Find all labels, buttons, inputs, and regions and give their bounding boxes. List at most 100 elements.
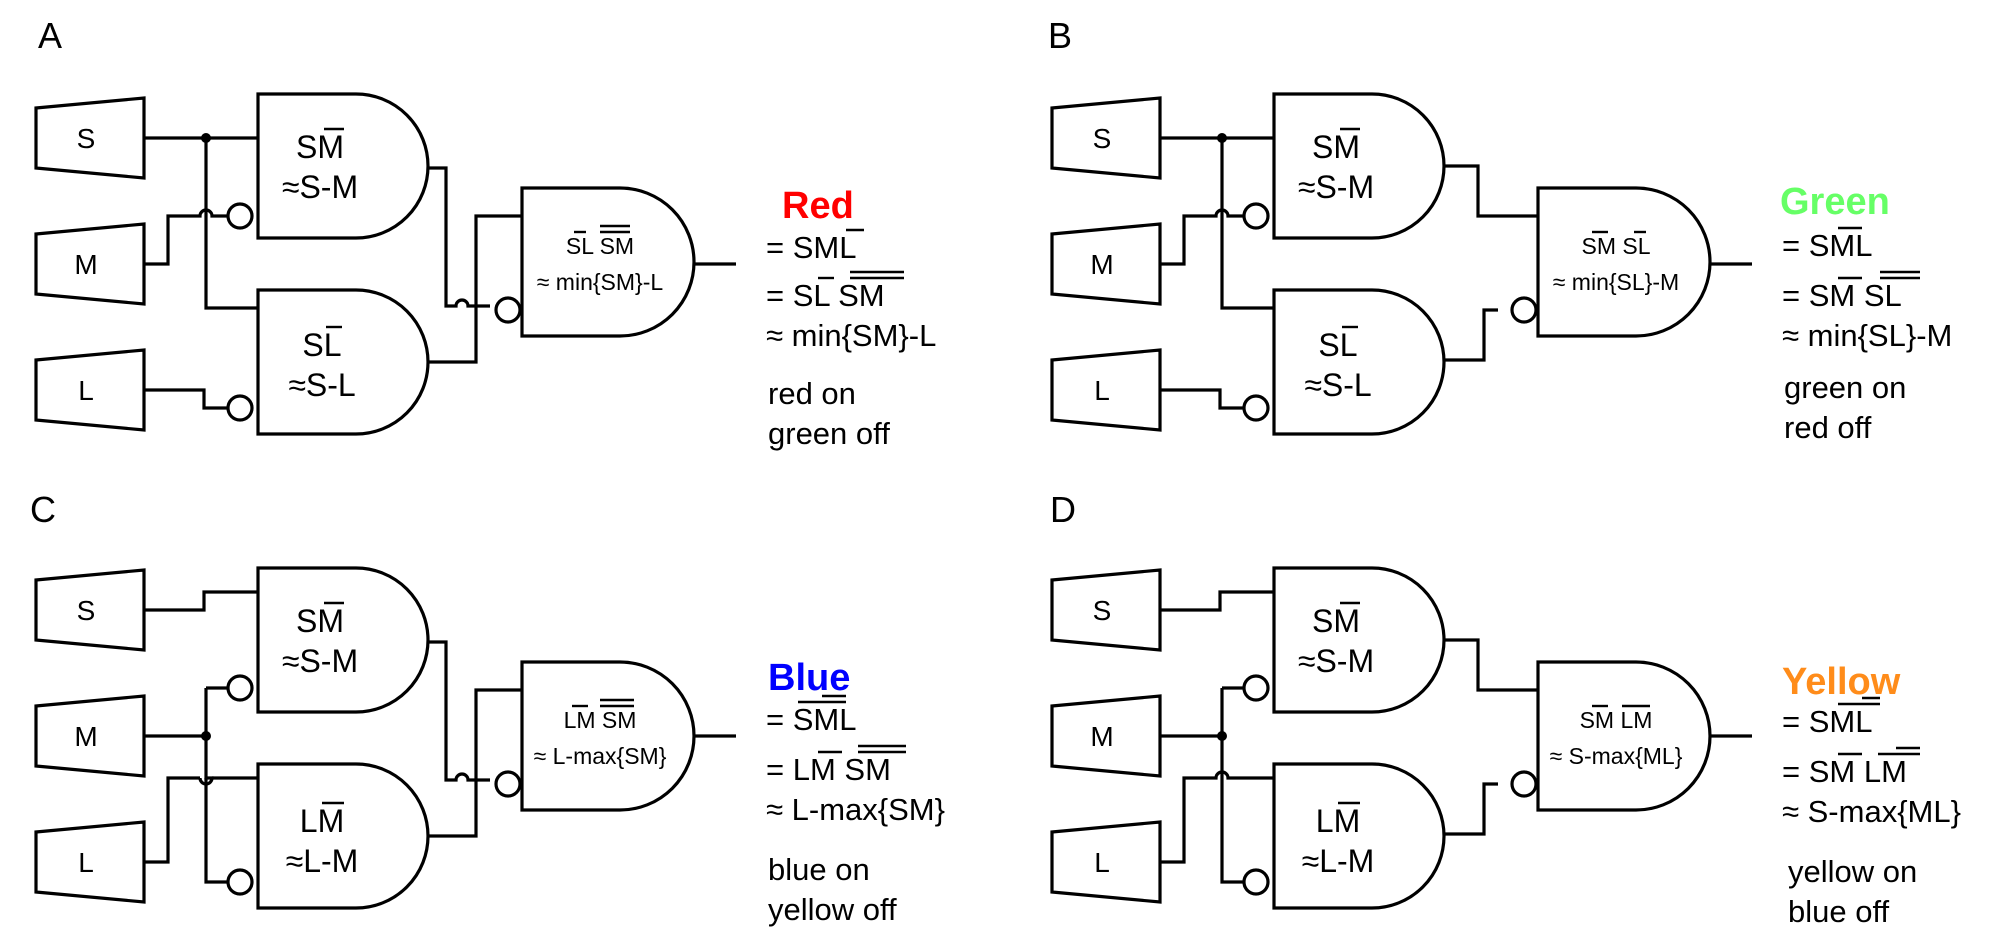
equation-2: = LM SM — [766, 752, 891, 787]
svg-text:≈S-M: ≈S-M — [282, 169, 358, 205]
equation-2: = SM SL — [1782, 278, 1902, 313]
color-name: Yellow — [1782, 661, 1901, 703]
and-gate-lm: LM ≈L-M — [226, 762, 430, 910]
cone-l: L — [34, 820, 146, 904]
svg-text:SM: SM — [1312, 129, 1360, 165]
wires — [144, 133, 736, 410]
svg-text:LM: LM — [1316, 803, 1360, 839]
equation-2: = SL SM — [766, 278, 885, 313]
svg-text:≈S-M: ≈S-M — [1298, 643, 1374, 679]
svg-text:≈L-M: ≈L-M — [1302, 843, 1375, 879]
and-gate-output: LM SM ≈ L-max{SM} — [494, 660, 696, 812]
cone-m: M — [1050, 222, 1162, 306]
note-1: green on — [1784, 370, 1906, 405]
svg-text:SL SM: SL SM — [566, 233, 634, 259]
svg-text:S: S — [77, 123, 96, 154]
svg-text:M: M — [74, 721, 97, 752]
equation-1: = SML — [766, 702, 856, 737]
equations: Green = SML = SM SL ≈ min{SL}-M green on… — [1780, 181, 1952, 445]
wires — [1160, 133, 1752, 410]
and-gate-lm: LM ≈L-M — [1242, 762, 1446, 910]
and-gate-sm: SM ≈S-M — [1242, 92, 1446, 240]
note-2: yellow off — [768, 892, 897, 927]
equation-1: = SML — [1782, 704, 1872, 739]
equation-3: ≈ L-max{SM} — [766, 792, 945, 827]
svg-text:M: M — [1090, 721, 1113, 752]
panel-label: B — [1048, 15, 1072, 56]
panel-d: D S M L SM ≈S-M — [1050, 489, 1961, 929]
equation-2: = SM LM — [1782, 754, 1907, 789]
svg-text:≈S-L: ≈S-L — [288, 367, 355, 403]
color-name: Red — [782, 185, 854, 227]
svg-text:≈ L-max{SM}: ≈ L-max{SM} — [534, 743, 667, 769]
cone-s: S — [34, 96, 146, 180]
color-name: Green — [1780, 181, 1890, 223]
note-1: red on — [768, 376, 856, 411]
and-gate-sl: SL ≈S-L — [226, 288, 430, 436]
svg-text:≈ S-max{ML}: ≈ S-max{ML} — [1550, 743, 1683, 769]
cone-m: M — [1050, 694, 1162, 778]
svg-text:≈ min{SL}-M: ≈ min{SL}-M — [1553, 269, 1679, 295]
cone-l: L — [1050, 348, 1162, 432]
and-gate-sm: SM ≈S-M — [226, 92, 430, 240]
equation-1: = SML — [1782, 228, 1872, 263]
svg-text:SL: SL — [302, 327, 341, 363]
and-gate-sm: SM ≈S-M — [226, 566, 430, 714]
and-gate-sm: SM ≈S-M — [1242, 566, 1446, 714]
svg-text:≈S-L: ≈S-L — [1304, 367, 1371, 403]
svg-text:≈ min{SM}-L: ≈ min{SM}-L — [537, 269, 664, 295]
svg-text:SM: SM — [296, 603, 344, 639]
wires — [1160, 590, 1752, 884]
panel-label: A — [38, 15, 62, 56]
svg-text:SM: SM — [296, 129, 344, 165]
panel-label: D — [1050, 489, 1076, 530]
svg-text:L: L — [78, 847, 94, 878]
svg-text:S: S — [77, 595, 96, 626]
cone-l: L — [1050, 820, 1162, 904]
svg-text:SL: SL — [1318, 327, 1357, 363]
svg-text:L: L — [78, 375, 94, 406]
equation-3: ≈ min{SL}-M — [1782, 318, 1952, 353]
cone-m: M — [34, 222, 146, 306]
note-1: yellow on — [1788, 854, 1917, 889]
equation-1: = SML — [766, 230, 856, 265]
cone-s: S — [34, 568, 146, 652]
equation-3: ≈ min{SM}-L — [766, 318, 936, 353]
equations: Yellow = SML = SM LM ≈ S-max{ML} yellow … — [1782, 661, 1961, 929]
note-1: blue on — [768, 852, 870, 887]
equations: Red = SML = SL SM ≈ min{SM}-L red on gre… — [766, 185, 936, 451]
note-2: red off — [1784, 410, 1872, 445]
cone-s: S — [1050, 96, 1162, 180]
svg-text:≈S-M: ≈S-M — [1298, 169, 1374, 205]
svg-text:S: S — [1093, 123, 1112, 154]
svg-text:S: S — [1093, 595, 1112, 626]
note-2: green off — [768, 416, 890, 451]
svg-text:SM LM: SM LM — [1580, 707, 1653, 733]
and-gate-output: SM LM ≈ S-max{ML} — [1510, 660, 1712, 812]
svg-text:M: M — [74, 249, 97, 280]
note-2: blue off — [1788, 894, 1890, 929]
panel-label: C — [30, 489, 56, 530]
color-name: Blue — [768, 657, 850, 699]
svg-text:M: M — [1090, 249, 1113, 280]
svg-text:L: L — [1094, 847, 1110, 878]
svg-text:SM SL: SM SL — [1581, 233, 1650, 259]
svg-text:≈L-M: ≈L-M — [286, 843, 359, 879]
wires — [144, 590, 736, 884]
svg-text:≈S-M: ≈S-M — [282, 643, 358, 679]
panel-c: C S M L SM — [30, 489, 945, 927]
panel-b: B S M L SM ≈S-M — [1048, 15, 1952, 445]
equations: Blue = SML = LM SM ≈ L-max{SM} blue on y… — [766, 657, 945, 927]
svg-text:LM SM: LM SM — [564, 707, 637, 733]
svg-text:SM: SM — [1312, 603, 1360, 639]
equation-3: ≈ S-max{ML} — [1782, 794, 1961, 829]
svg-text:L: L — [1094, 375, 1110, 406]
and-gate-sl: SL ≈S-L — [1242, 288, 1446, 436]
and-gate-output: SM SL ≈ min{SL}-M — [1510, 186, 1712, 338]
cone-m: M — [34, 694, 146, 778]
cone-s: S — [1050, 568, 1162, 652]
cone-l: L — [34, 348, 146, 432]
svg-text:LM: LM — [300, 803, 344, 839]
and-gate-output: SL SM ≈ min{SM}-L — [494, 186, 696, 338]
